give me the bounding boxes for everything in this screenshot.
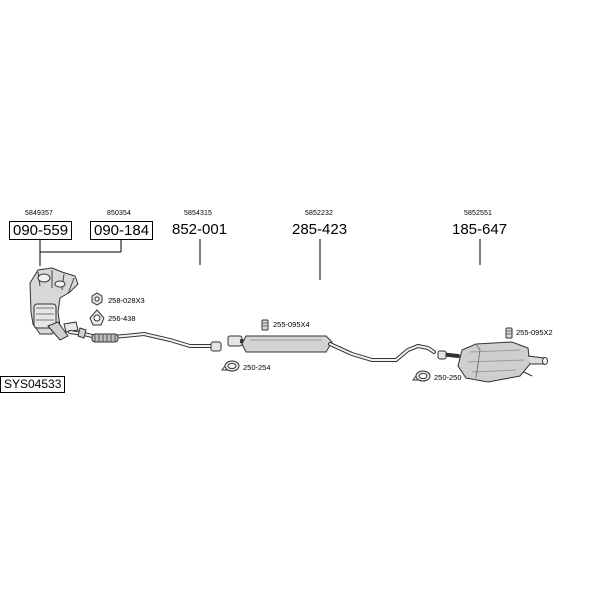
gasket-icon[interactable] bbox=[89, 309, 105, 326]
rear-silencer-illustration[interactable] bbox=[437, 341, 548, 383]
part-number-rear-silencer[interactable]: 185-647 bbox=[452, 221, 508, 238]
part-number-manifold[interactable]: 090-559 bbox=[9, 221, 73, 240]
part-number-gasket[interactable]: 090-184 bbox=[90, 221, 154, 240]
oem-number-gasket: 850354 bbox=[107, 210, 131, 217]
oem-number-front-pipe: 5854315 bbox=[184, 210, 212, 217]
middle-silencer-illustration[interactable] bbox=[227, 335, 436, 362]
oem-number-middle-silencer: 5852232 bbox=[305, 210, 333, 217]
flange-gasket-illustration[interactable] bbox=[63, 321, 79, 333]
leader-lines bbox=[39, 239, 481, 280]
rubber-mount-icon[interactable] bbox=[261, 319, 269, 331]
accessory-label-gasket[interactable]: 256-438 bbox=[108, 314, 136, 323]
rubber-mount-icon[interactable] bbox=[505, 327, 513, 339]
exhaust-manifold-illustration[interactable] bbox=[29, 267, 79, 341]
clamp-icon[interactable] bbox=[221, 360, 240, 372]
part-number-front-pipe[interactable]: 852-001 bbox=[172, 221, 228, 238]
accessory-label-clamp-rear[interactable]: 250-250 bbox=[434, 373, 462, 382]
accessory-label-clamp-front[interactable]: 250-254 bbox=[243, 363, 271, 372]
front-pipe-illustration[interactable] bbox=[68, 327, 222, 352]
accessory-label-mount-front[interactable]: 255-095X4 bbox=[273, 320, 310, 329]
accessory-label-nut[interactable]: 258-028X3 bbox=[108, 296, 145, 305]
clamp-icon[interactable] bbox=[412, 370, 431, 382]
oem-number-rear-silencer: 5852551 bbox=[464, 210, 492, 217]
system-code-label: SYS04533 bbox=[0, 376, 66, 393]
part-number-middle-silencer[interactable]: 285-423 bbox=[292, 221, 348, 238]
nut-icon[interactable] bbox=[91, 292, 103, 306]
oem-number-manifold: 5849357 bbox=[25, 210, 53, 217]
accessory-label-mount-rear[interactable]: 255-095X2 bbox=[516, 328, 553, 337]
